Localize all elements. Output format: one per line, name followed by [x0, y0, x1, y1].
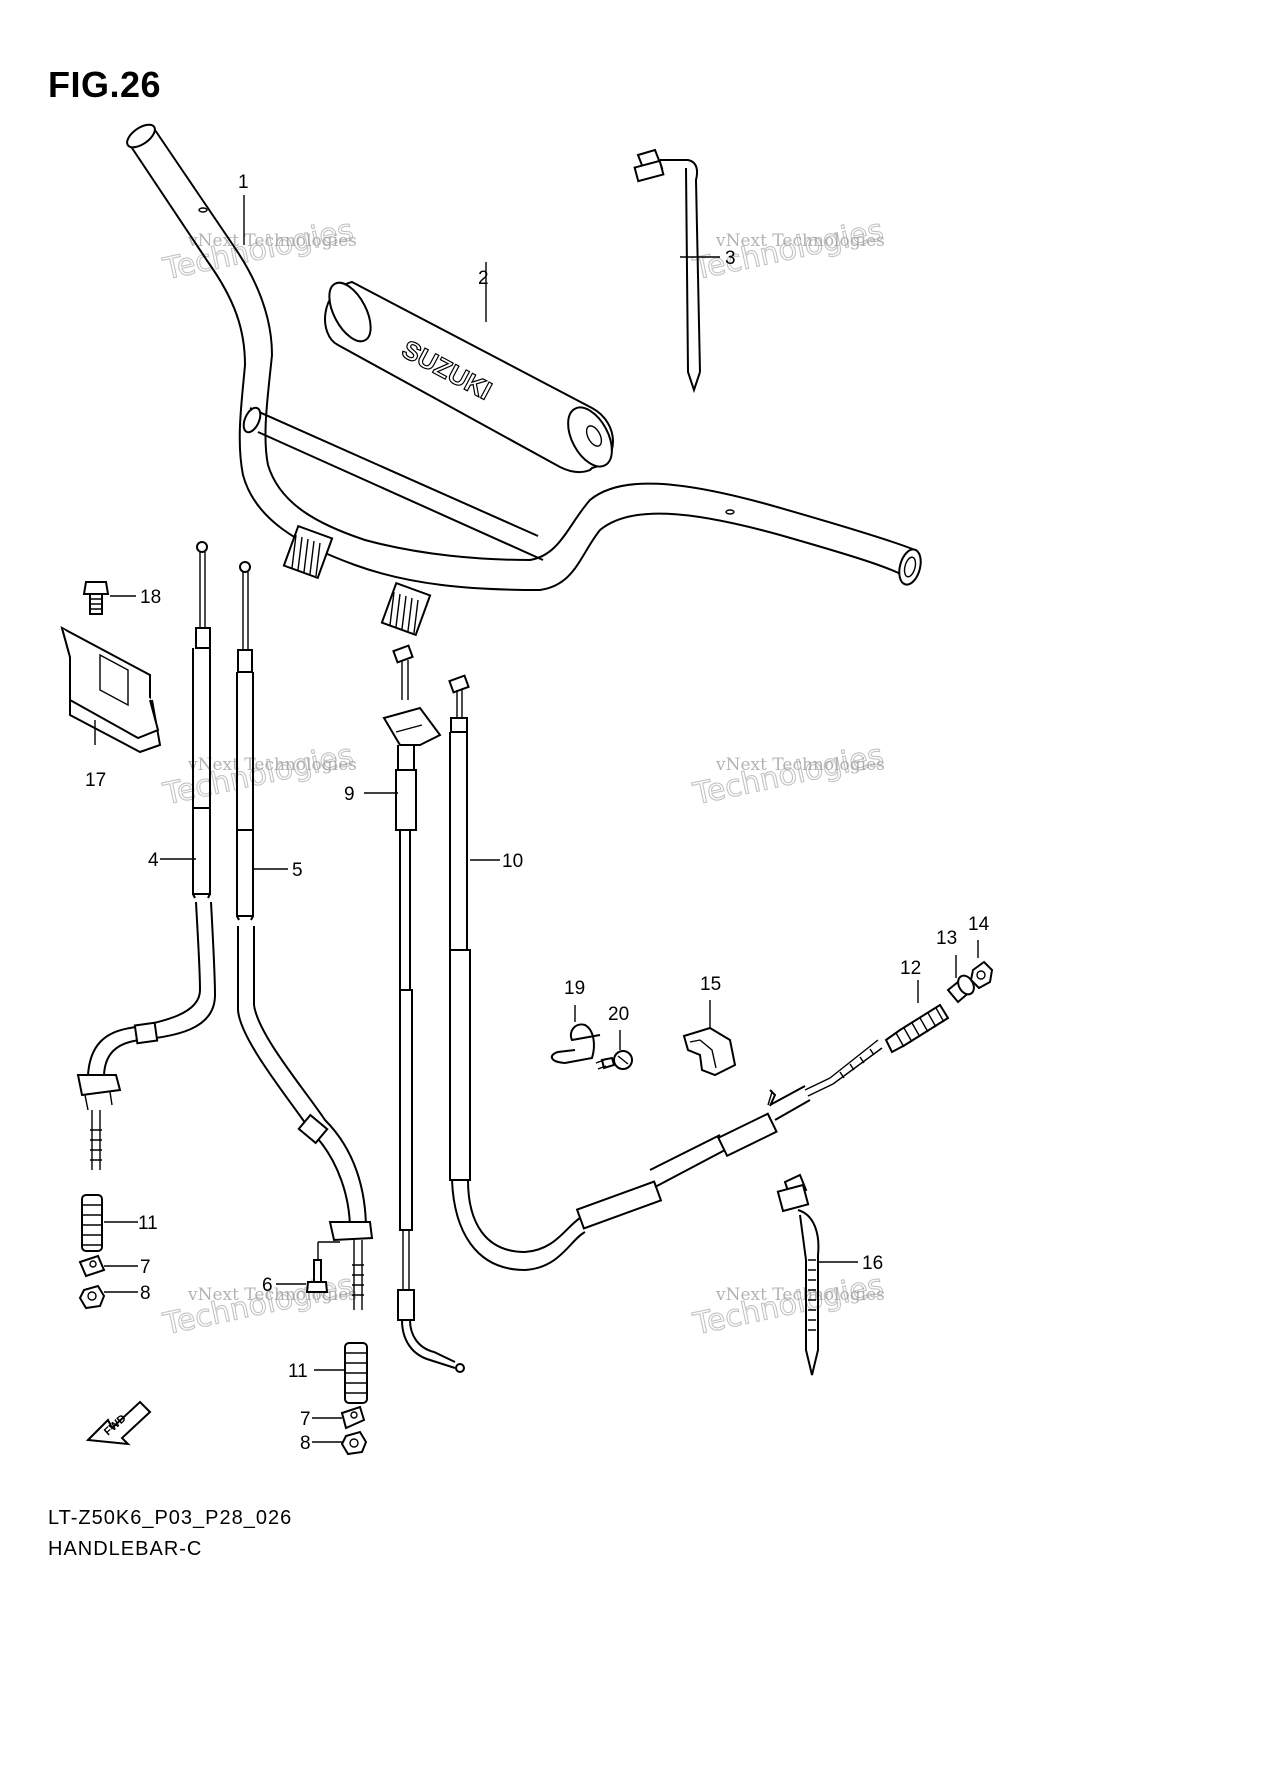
watermark-text-1: vNext Technologies	[187, 231, 357, 251]
callout-20: 20	[608, 1004, 629, 1025]
svg-text:Technologies: Technologies	[160, 738, 357, 813]
svg-text:Technologies: Technologies	[160, 1268, 357, 1343]
clamp-19: 19	[550, 978, 601, 1065]
watermark-text-6: vNext Technologies	[715, 1285, 885, 1305]
callout-18: 18	[140, 587, 161, 608]
bolt-6: 6	[262, 1259, 329, 1296]
adjuster-11-right: 11	[288, 1342, 368, 1404]
callout-7-right: 7	[300, 1409, 311, 1430]
nut-8-right: 8	[300, 1430, 368, 1456]
cable-5: 5	[236, 561, 374, 1310]
spring-12: 12	[884, 958, 950, 1054]
watermark-text-2: vNext Technologies	[715, 231, 885, 251]
knurled-band-2	[380, 581, 432, 637]
adjuster-11-left: 11	[81, 1194, 158, 1252]
cable-tie-bottom: 16	[776, 1173, 883, 1376]
bolt-18: 18	[82, 581, 161, 615]
callout-8-right: 8	[300, 1433, 311, 1454]
cable-9: 9	[344, 644, 465, 1373]
watermark-text-3: vNext Technologies	[187, 755, 357, 775]
figure-title: FIG.26	[48, 64, 162, 105]
callout-8-left: 8	[140, 1283, 151, 1304]
cable-10: 10	[448, 674, 883, 1272]
callout-12: 12	[900, 958, 921, 979]
nut-14: 14	[968, 914, 994, 990]
watermark-3: Technologies	[159, 737, 357, 813]
bracket-17: 17	[60, 626, 162, 791]
callout-10: 10	[502, 851, 523, 872]
callout-13: 13	[936, 928, 957, 949]
callout-2: 2	[478, 268, 489, 289]
nut-8-left: 8	[78, 1283, 151, 1310]
figure-name: HANDLEBAR-C	[48, 1538, 203, 1560]
holder-13: 13	[936, 928, 975, 1004]
cable-tie-top: 3	[633, 148, 736, 394]
callout-19: 19	[564, 978, 585, 999]
callout-11-right: 11	[288, 1361, 308, 1382]
watermark-4: Technologies	[689, 737, 887, 813]
callout-7-left: 7	[140, 1257, 151, 1278]
callout-16: 16	[862, 1253, 883, 1274]
callout-15: 15	[700, 974, 721, 995]
callout-1: 1	[238, 172, 249, 193]
watermark-6: Technologies	[689, 1267, 887, 1343]
callout-3: 3	[725, 248, 736, 269]
svg-text:Technologies: Technologies	[690, 1268, 887, 1343]
cable-4: 4	[76, 541, 217, 1170]
clip-15: 15	[682, 974, 737, 1077]
svg-text:Technologies: Technologies	[690, 738, 887, 813]
callout-17: 17	[85, 770, 106, 791]
knurled-band-1	[282, 524, 334, 580]
watermark-text-4: vNext Technologies	[715, 755, 885, 775]
joint-7-right: 7	[300, 1405, 366, 1430]
callout-11-left: 11	[138, 1213, 158, 1234]
handlebar-pad: SUZUKI 2	[324, 262, 614, 474]
callout-5: 5	[292, 860, 303, 881]
callout-6: 6	[262, 1275, 273, 1296]
callout-9: 9	[344, 784, 355, 805]
watermark-5: Technologies	[159, 1267, 357, 1343]
forward-arrow-icon: FWD	[85, 1400, 152, 1446]
joint-7-left: 7	[78, 1254, 151, 1278]
callout-4: 4	[148, 850, 159, 871]
callout-14: 14	[968, 914, 990, 935]
handlebar: 1	[126, 123, 922, 637]
figure-model-code: LT-Z50K6_P03_P28_026	[48, 1507, 293, 1529]
bolt-20: 20	[595, 1004, 633, 1070]
